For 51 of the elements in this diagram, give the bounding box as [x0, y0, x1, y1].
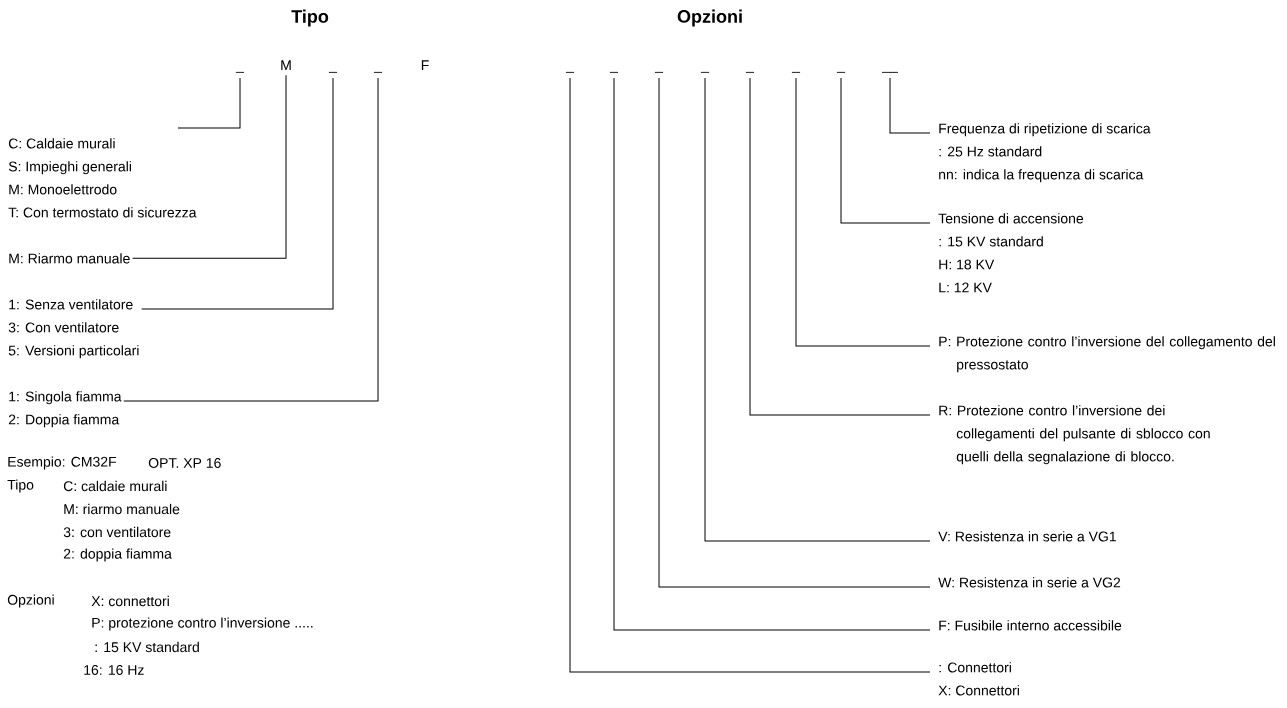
code-letter: F [421, 60, 429, 70]
example-text: 3: con ventilatore [63, 526, 171, 538]
heading: Tipo [291, 9, 329, 27]
leader-line [613, 77, 931, 631]
example-text: M: riarmo manuale [64, 503, 180, 515]
code-position: _ [791, 71, 801, 73]
code-position: M [281, 60, 291, 70]
option-description: : Connettori X: Connettori [938, 662, 1019, 696]
option-description: R: Protezione contro l’inversione dei collegamenti del pulsante di sblocco con quelli della segnalazione di blocco. [939, 405, 1210, 465]
code-position: _ [565, 71, 575, 73]
example-text: X: connettori [91, 595, 169, 607]
code-position: _ [235, 71, 245, 73]
code-position: _ [654, 71, 664, 73]
code-position: _ [373, 71, 383, 73]
leader-line [704, 77, 931, 542]
option-description: 1: Senza ventilatore 3: Con ventilatore 5: Versioni particolari [8, 299, 139, 359]
heading: Opzioni [677, 9, 742, 27]
leader-line [840, 77, 931, 224]
leader-line [177, 77, 241, 129]
leader-line [795, 77, 931, 347]
leader-line [658, 77, 931, 588]
option-description: M: Riarmo manuale [9, 253, 130, 264]
code-position: _ [700, 71, 710, 73]
option-description: 1: Singola fiamma 2: Doppia fiamma [8, 391, 122, 428]
option-description: F: Fusibile interno accessibile [939, 620, 1122, 631]
option-description: Tensione di accensione : 15 KV standard H: 18 KV L: 12 KV [938, 213, 1084, 293]
example-text: P: protezione contro l’inversione ..... [92, 617, 313, 631]
leader-line [569, 77, 931, 673]
example-text: C: caldaie murali [63, 480, 167, 492]
code-position: _ [609, 71, 619, 73]
option-description: W: Resistenza in serie a VG2 [938, 577, 1121, 588]
example-text: 16: 16 Hz [84, 665, 144, 675]
leader-line [889, 77, 931, 134]
option-description: Frequenza di ripetizione di scarica : 25 Hz standard nn: indica la frequenza di scarica [939, 123, 1151, 183]
code-position: __ [882, 71, 898, 73]
example-text: : 15 KV standard [95, 641, 199, 653]
code-position: _ [328, 71, 338, 73]
option-description: P: Protezione contro l’inversione del collegamento del pressostato [939, 336, 1275, 373]
leader-line [749, 77, 931, 416]
leader-line [123, 77, 379, 402]
option-description: C: Caldaie murali S: Impieghi generali M: Monoelettrodo T: Con termostato di sicurezza [8, 138, 197, 218]
code-position: _ [745, 71, 755, 73]
leader-line [141, 77, 334, 310]
example-text: Opzioni [7, 594, 54, 608]
code-position: _ [836, 71, 846, 73]
leader-line [132, 74, 287, 259]
example-text: OPT. XP 16 [148, 458, 221, 468]
example-text: Esempio: CM32F [8, 456, 117, 470]
example-text: 2: doppia fiamma [63, 548, 172, 562]
option-description: V: Resistenza in serie a VG1 [938, 531, 1116, 542]
example-text: Tipo [7, 479, 34, 493]
